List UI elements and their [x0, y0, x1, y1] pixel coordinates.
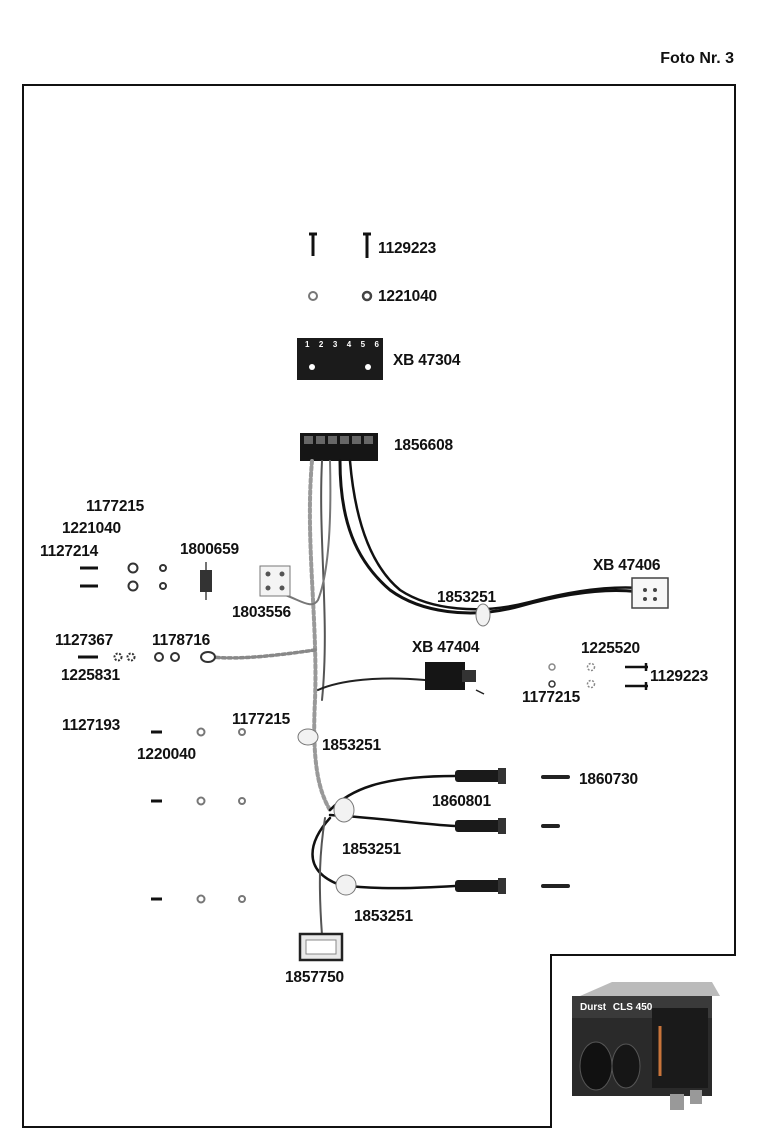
part-label: 1225831: [61, 667, 120, 684]
connector-icon: [300, 433, 378, 461]
page-label: Foto Nr. 3: [660, 50, 734, 67]
part-label: 1177215: [522, 689, 581, 706]
diagram-frame: [22, 84, 736, 1128]
part-label: 1221040: [378, 288, 437, 305]
part-label: 1177215: [86, 498, 145, 515]
part-label: 1129223: [650, 668, 709, 685]
brand-name: Durst: [580, 1002, 607, 1013]
part-label: 1803556: [232, 604, 291, 621]
connector-digit: 2: [318, 340, 324, 349]
part-label: 1860801: [432, 793, 491, 810]
switch-icon: [425, 662, 485, 695]
terminal-block-icon: [259, 565, 291, 597]
part-label: 1856608: [394, 437, 453, 454]
cable-tie-icon: [297, 603, 491, 896]
part-label: 1853251: [437, 589, 496, 606]
connector-digit: 3: [332, 340, 338, 349]
part-label: 1129223: [378, 240, 437, 257]
part-label: 1853251: [342, 841, 401, 858]
washer-icon: [308, 290, 373, 302]
product-inset: Durst CLS 450: [550, 954, 736, 1128]
plug-icon: [631, 577, 669, 609]
connector-digit: 4: [346, 340, 352, 349]
connector-digit: 1: [305, 340, 310, 349]
part-label: 1853251: [354, 908, 413, 925]
connector-digits: 1 2 3 4 5 6: [305, 340, 379, 349]
brand-label: Durst CLS 450: [580, 1002, 652, 1013]
screw-icon: [309, 232, 371, 258]
screw-icon: [625, 663, 648, 690]
part-label: 1177215: [232, 711, 291, 728]
part-label: 1221040: [62, 520, 121, 537]
part-label: 1853251: [322, 737, 381, 754]
model-name: CLS 450: [612, 1002, 653, 1013]
lamp-socket-icon: [200, 651, 216, 663]
washer-icon: [113, 562, 246, 904]
screw-icon: [78, 566, 162, 901]
enlarger-head-icon: [572, 982, 720, 1110]
part-label: XB 47304: [393, 352, 461, 369]
part-label: XB 47406: [593, 557, 661, 574]
resistor-icon: [200, 562, 212, 600]
part-label: 1127367: [55, 632, 114, 649]
part-label: 1178716: [152, 632, 211, 649]
part-label: 1127193: [62, 717, 121, 734]
part-label: 1860730: [579, 771, 638, 788]
part-label: 1225520: [581, 640, 640, 657]
connector-digit: 6: [374, 340, 379, 349]
pin-icon: [541, 775, 570, 888]
part-label: 1127214: [40, 543, 99, 560]
lamp-holder-icon: [455, 768, 506, 894]
part-label: XB 47404: [412, 639, 480, 656]
terminal-strip-icon: [297, 338, 383, 380]
part-label: 1220040: [137, 746, 196, 763]
part-label: 1800659: [180, 541, 239, 558]
part-label: 1857750: [285, 969, 344, 986]
connector-digit: 5: [360, 340, 366, 349]
plug-icon: [298, 932, 344, 962]
washer-icon: [548, 662, 596, 689]
